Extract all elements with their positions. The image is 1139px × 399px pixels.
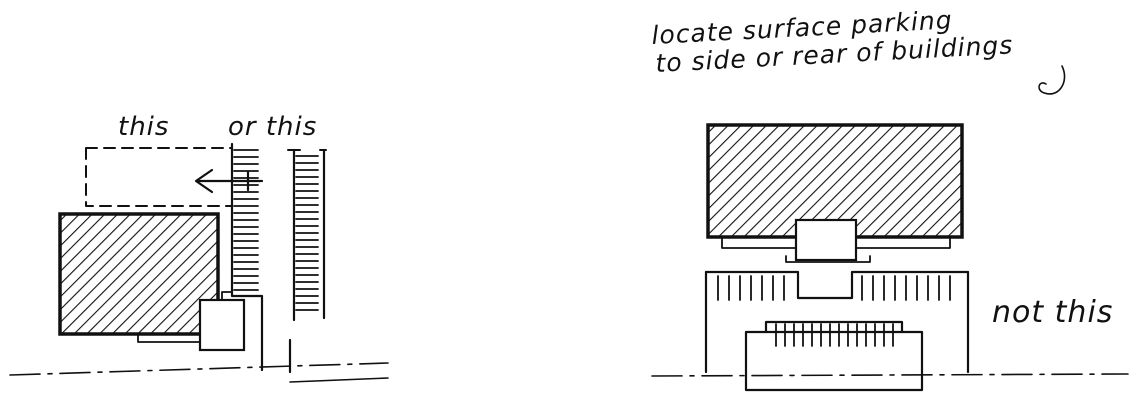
street-centerline (10, 363, 388, 375)
label-or-this: or this (228, 112, 317, 142)
arrow-left-icon (196, 170, 262, 192)
label-this: this (118, 112, 169, 142)
building-entrance (200, 300, 244, 350)
side-parking-lot (232, 144, 326, 372)
alternative-parking-dashed-outline (86, 148, 232, 206)
left-sketch: this or this (10, 112, 388, 382)
label-not-this: not this (992, 295, 1113, 330)
building-entrance-right (796, 220, 856, 260)
front-parking-lot (706, 272, 968, 390)
street-centerline-right (652, 374, 1128, 376)
caption-flourish (1039, 66, 1065, 94)
building-hatched (60, 214, 218, 334)
right-sketch: locate surface parking to side or rear o… (651, 5, 1128, 390)
street-curb (290, 378, 388, 382)
